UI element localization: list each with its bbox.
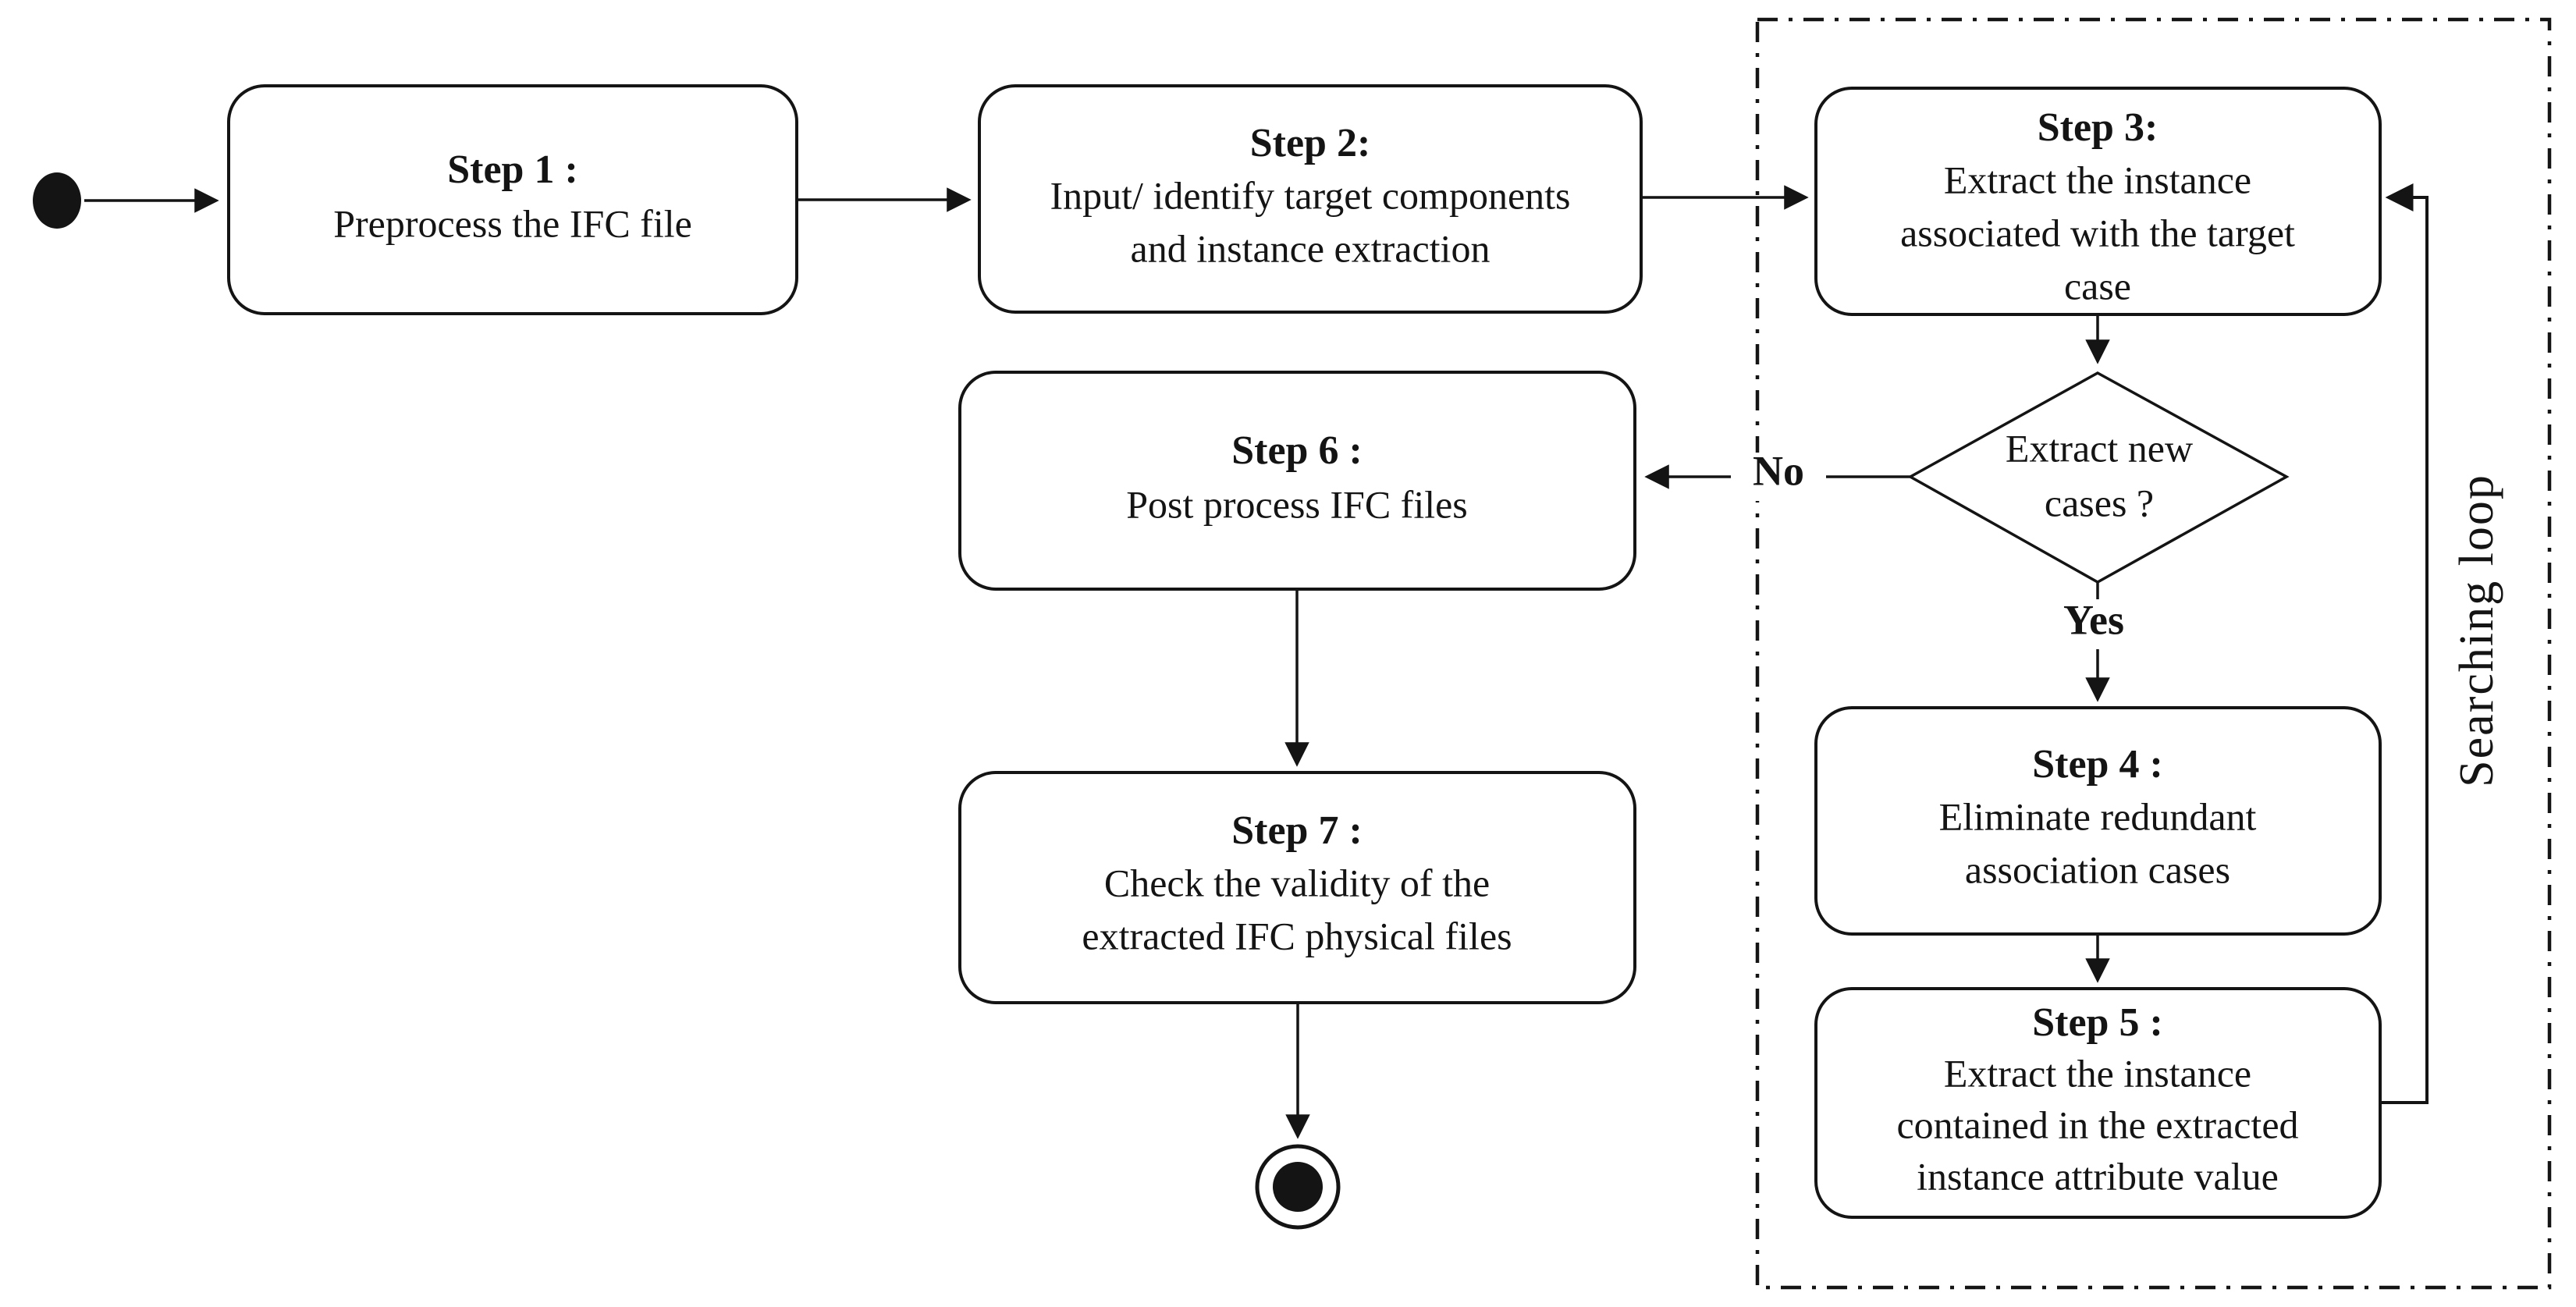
node-step3: Step 3: Extract the instance associated … [1814,87,2382,316]
step5-text: contained in the extracted [1896,1103,2298,1146]
yes-label-halo [2045,599,2144,649]
step4-text: Eliminate redundant [1939,794,2257,838]
end-node [1255,1144,1341,1230]
yes-label: Yes [2063,596,2124,643]
step7-text: extracted IFC physical files [1082,914,1512,957]
searching-loop-label: Searching loop [2450,474,2503,787]
node-step6: Step 6 : Post process IFC files [958,371,1636,591]
node-step1: Step 1 : Preprocess the IFC file [227,84,798,315]
step7-text: Check the validity of the [1104,861,1490,904]
edge-step5-loop-to-step3 [2380,183,2429,1104]
step1-text: Preprocess the IFC file [333,201,692,245]
step2-text: Input/ identify target components [1050,173,1571,217]
step3-text: Extract the instance [1944,158,2251,201]
step1-title: Step 1 : [447,147,578,192]
step2-text: and instance extraction [1131,226,1491,270]
step3-title: Step 3: [2038,105,2159,150]
step3-text: case [2064,264,2131,307]
step7-title: Step 7 : [1231,808,1363,853]
step4-text: association cases [1965,847,2230,891]
decision-text: Extract new [2006,426,2193,470]
searching-loop-region [1755,17,2552,1290]
no-label: No [1753,447,1804,494]
node-step5: Step 5 : Extract the instance contained … [1814,987,2382,1219]
step5-text: instance attribute value [1917,1154,2279,1198]
start-node [33,172,81,229]
step6-title: Step 6 : [1231,428,1363,473]
step4-title: Step 4 : [2032,742,2163,787]
node-decision: Extract new cases ? [1907,371,2290,584]
node-step7: Step 7 : Check the validity of the extra… [958,771,1636,1004]
step3-text: associated with the target [1900,211,2295,254]
step6-text: Post process IFC files [1126,482,1468,526]
step2-title: Step 2: [1250,121,1371,165]
step5-title: Step 5 : [2032,1000,2163,1045]
decision-text: cases ? [2045,481,2154,524]
node-step2: Step 2: Input/ identify target component… [978,84,1643,314]
step5-text: Extract the instance [1944,1051,2251,1095]
node-step4: Step 4 : Eliminate redundant association… [1814,706,2382,936]
no-label-halo [1731,453,1826,501]
